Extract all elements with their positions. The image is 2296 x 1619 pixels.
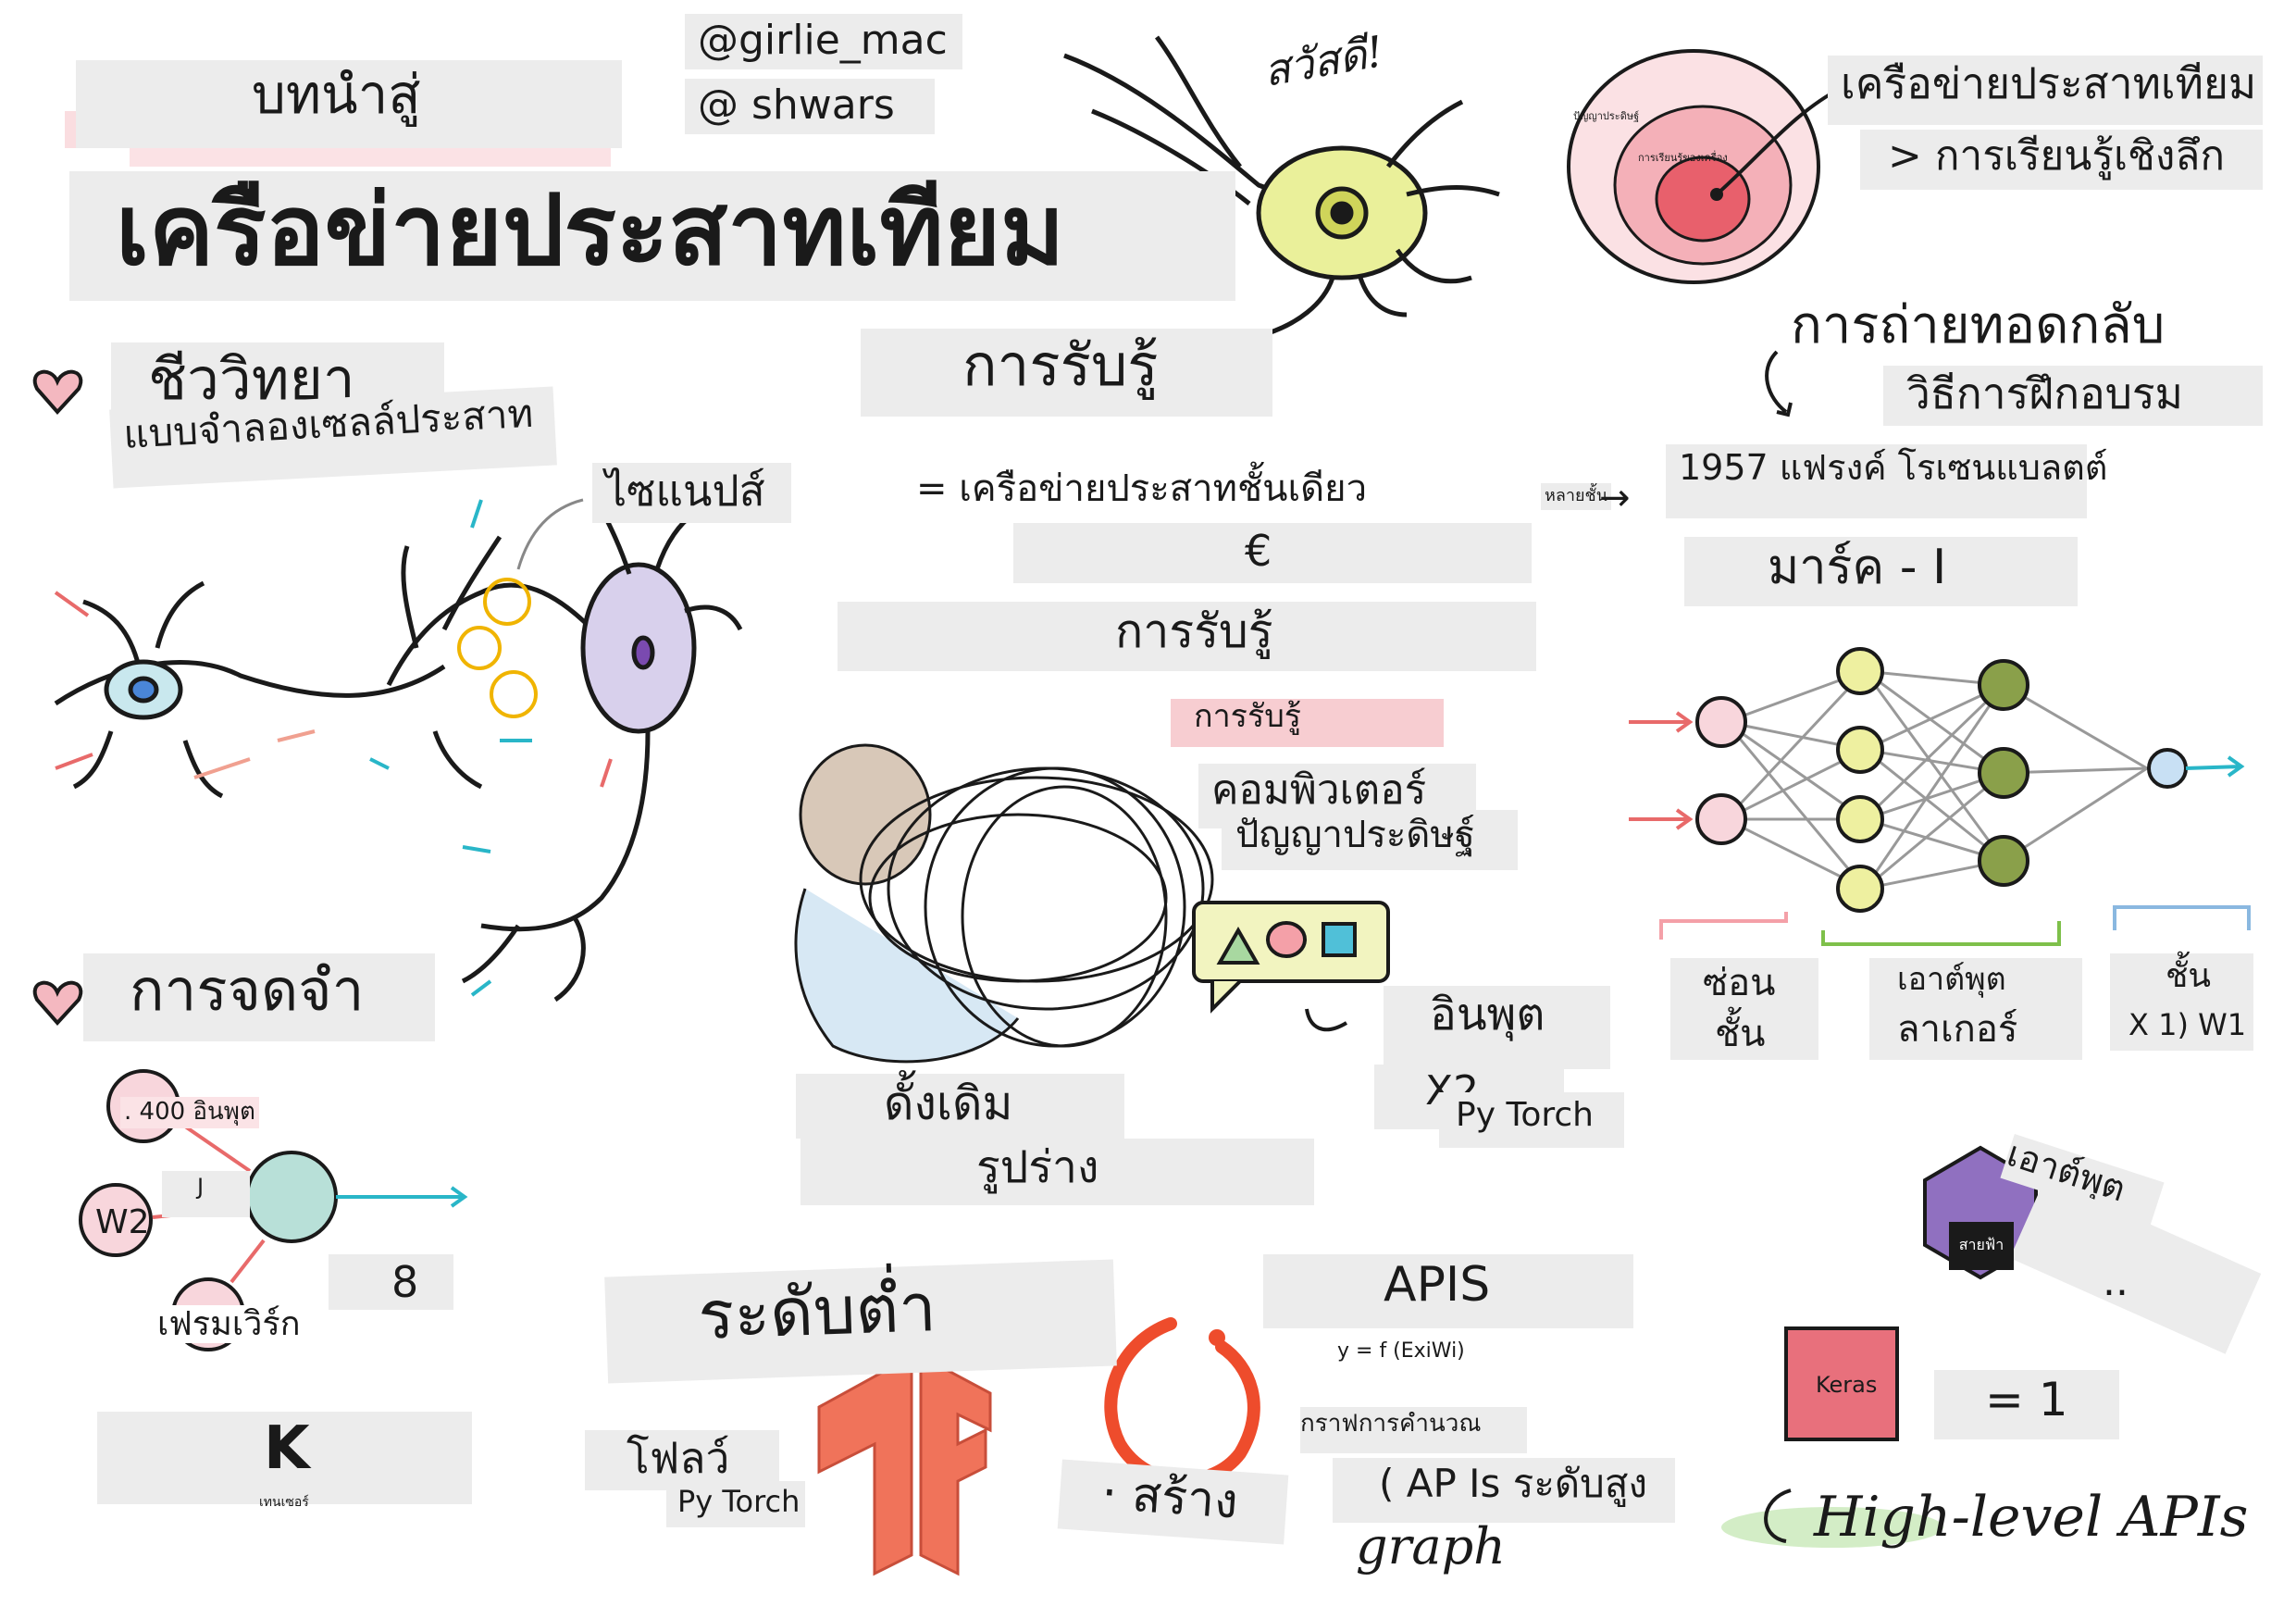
flow-label: โฟลว์ <box>585 1430 779 1490</box>
shapes-bubble <box>1192 901 1390 1032</box>
graph-word: graph <box>1356 1517 1506 1575</box>
euro-label: € <box>1013 523 1532 583</box>
output-label-2: ลาเกอร์ <box>1869 1004 2082 1060</box>
heart-icon <box>32 980 83 1026</box>
synapse-circles <box>457 578 538 718</box>
memory-w2-label: W2 <box>95 1203 150 1241</box>
layer-label-2: X 1) W1 <box>2110 1004 2253 1051</box>
synapse-label: ไซแนปส์ <box>592 463 791 523</box>
perceptron-title-2: การรับรู้ <box>838 602 1536 671</box>
layer-label-1: ชั้น <box>2110 953 2253 1004</box>
multi-layer-arrow: → <box>1599 477 1631 519</box>
backprop-title: การถ่ายทอดกลับ <box>1791 295 2166 355</box>
lightning-label: สายฟ้า <box>1949 1222 2014 1270</box>
memory-framework-label: เฟรมเวิร์ก <box>157 1305 301 1344</box>
page-title: เครือข่ายประสาทเทียม <box>69 171 1235 301</box>
memory-j-label: J <box>162 1171 250 1217</box>
venn-middle-label: การเรียนรู้ของเครื่อง <box>1638 152 1728 164</box>
shape-label: รูปร่าง <box>800 1139 1314 1205</box>
apis-label: APIS <box>1263 1254 1633 1328</box>
mark-i-label: มาร์ค - I <box>1684 537 2078 606</box>
backprop-subtitle: วิธีการฝึกอบรม <box>1883 366 2263 426</box>
ai-label: ปัญญาประดิษฐ์ <box>1222 810 1518 870</box>
venn-outer-label: ปัญญาประดิษฐ์ <box>1573 110 1640 122</box>
output-label-1: เอาต์พุต <box>1869 958 2082 1009</box>
rosenblatt-year: 1957 แฟรงค์ โรเซนแบลตต์ <box>1666 444 2107 518</box>
single-layer-label: = เครือข่ายประสาทชั้นเดียว <box>916 467 1368 510</box>
mlp-network-diagram <box>1629 647 2251 946</box>
ai-venn-diagram <box>1567 49 1843 284</box>
memory-input-count: . 400 อินพุต <box>120 1097 259 1128</box>
keras-logo <box>1784 1326 1899 1441</box>
low-level-label: ระดับต่ำ <box>604 1259 1117 1384</box>
output-dots: .. <box>2103 1258 2128 1305</box>
synapse-pointer <box>516 498 584 570</box>
memory-k: K <box>97 1412 472 1504</box>
square-icon <box>1322 922 1357 957</box>
graph-computation-label: กราฟการคำนวณ <box>1300 1407 1527 1453</box>
input-label: อินพุต <box>1384 986 1610 1069</box>
handle-girlie-mac[interactable]: @girlie_mac <box>685 14 962 69</box>
tensorflow-logo <box>817 1353 992 1576</box>
greeting-neuron-drawing <box>1063 35 1500 336</box>
signal-arrows <box>54 499 613 997</box>
rosenblatt-illustration <box>794 743 1214 1064</box>
input-pytorch-label: Py Torch <box>1439 1092 1624 1148</box>
original-label: ดั้งเดิม <box>796 1074 1124 1139</box>
handle-shwars[interactable]: @ shwars <box>685 79 935 134</box>
intro-highlight-2 <box>130 148 611 167</box>
memory-tensor: เทนเซอร์ <box>259 1495 309 1510</box>
memory-eight: 8 <box>329 1254 453 1310</box>
high-level-apis-th: ( AP Is ระดับสูง <box>1333 1458 1675 1523</box>
high-level-apis-label: High-level APIs <box>1814 1485 2249 1550</box>
triangle-icon <box>1216 926 1260 965</box>
keras-label: Keras <box>1816 1372 1878 1398</box>
circle-shape-icon <box>1266 921 1307 958</box>
hidden-label-1: ซ่อน <box>1670 958 1818 1014</box>
pytorch-logo <box>1104 1317 1260 1487</box>
memory-title: การจดจำ <box>83 953 435 1041</box>
venn-dl-circle <box>1655 156 1751 243</box>
perceptron-title: การรับรู้ <box>861 329 1272 417</box>
venn-label-dl: > การเรียนรู้เชิงลึก <box>1860 130 2263 190</box>
biology-neurons-drawing <box>54 507 743 1003</box>
venn-label-nn: เครือข่ายประสาทเทียม <box>1828 56 2263 125</box>
multi-layer-label: หลายชั้น <box>1541 483 1612 510</box>
hidden-label-2: ชั้น <box>1670 1009 1818 1060</box>
heart-icon <box>32 369 83 415</box>
formula-label: y = f (ExiWi) <box>1337 1339 1465 1364</box>
perceptron-tag: การรับรู้ <box>1171 698 1444 747</box>
equals-one-label: = 1 <box>1934 1370 2119 1439</box>
low-pytorch-label: Py Torch <box>666 1481 805 1527</box>
intro-label: บทนำสู่ <box>76 60 622 148</box>
